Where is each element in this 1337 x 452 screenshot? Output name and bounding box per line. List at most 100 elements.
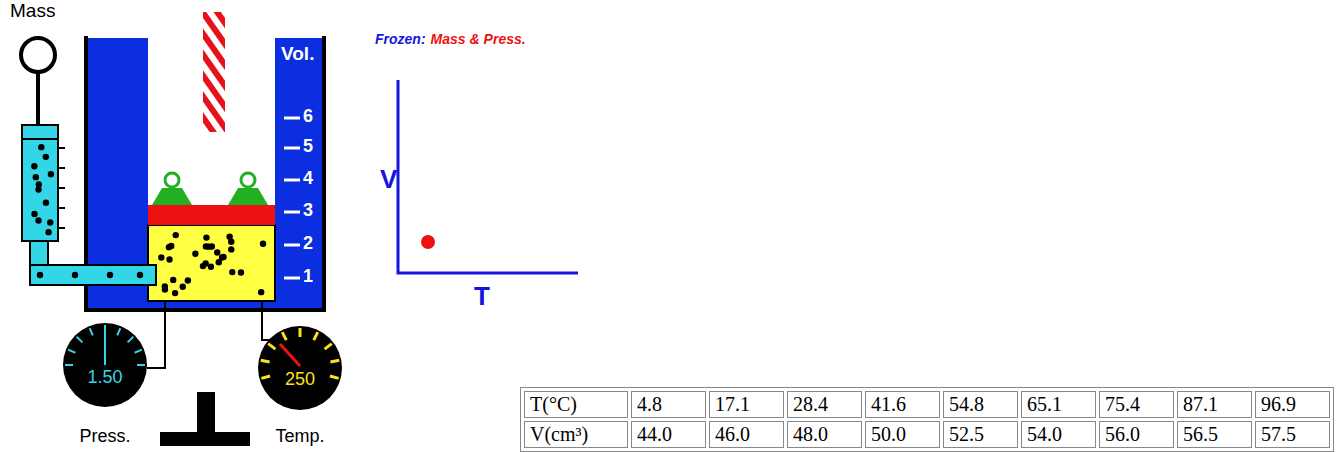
sensor-wire: [262, 301, 276, 340]
molecule: [185, 277, 191, 283]
gauge-tick: [117, 328, 120, 335]
molecule: [228, 246, 234, 252]
node-text: 5: [303, 137, 313, 157]
syringe-barrel: [22, 125, 58, 241]
molecule: [172, 290, 178, 296]
table-cell: 41.6: [865, 391, 940, 418]
molecule: [220, 254, 226, 260]
table-cell: 54.8: [943, 391, 1018, 418]
gauge-tick: [137, 364, 145, 366]
molecule: [43, 154, 49, 160]
table-cell: 17.1: [709, 391, 784, 418]
temperature-needle: [280, 344, 300, 366]
molecule: [36, 181, 42, 187]
gauge-tick: [90, 328, 93, 335]
mass-ring: [21, 38, 55, 72]
molecule: [216, 259, 222, 265]
tube-joint: [32, 266, 46, 284]
piston: [148, 205, 275, 225]
molecule: [158, 254, 164, 260]
molecule: [170, 277, 176, 283]
temperature-gauge: 250Temp.: [250, 326, 350, 449]
heater-rod: [203, 12, 225, 132]
syringe-molecules: [31, 144, 143, 278]
molecule: [168, 243, 174, 249]
table-cell: 75.4: [1099, 391, 1174, 418]
gauge-tick: [135, 350, 142, 353]
molecule: [33, 174, 39, 180]
weight-handle: [241, 173, 255, 187]
molecule: [260, 241, 266, 247]
status-label: & Press.: [470, 32, 526, 47]
node-text: 4: [303, 169, 313, 189]
gauge-tick: [268, 344, 275, 349]
table-cell: 52.5: [943, 421, 1018, 448]
molecule: [214, 249, 220, 255]
table-cell: 65.1: [1021, 391, 1096, 418]
table-cell: 56.0: [1099, 421, 1174, 448]
gauge-tick: [299, 328, 302, 337]
temperature-gauge: [258, 326, 342, 410]
table-cell: 54.0: [1021, 421, 1096, 448]
table-cell: V(cm³): [524, 421, 628, 448]
molecule: [228, 239, 234, 245]
axis-label: V: [380, 165, 397, 194]
table-cell: 44.0: [631, 421, 706, 448]
node-heading: Vol.: [281, 44, 314, 65]
data-point: [421, 235, 435, 249]
gas-molecules: [158, 232, 266, 296]
molecule: [208, 264, 214, 270]
mass-hanger: Mass: [4, 0, 76, 80]
molecule: [47, 219, 53, 225]
tube: [30, 265, 156, 285]
gauge-tick: [261, 376, 270, 378]
weight: [228, 188, 268, 205]
status-label: Mass: [431, 32, 466, 47]
table-cell: 46.0: [709, 421, 784, 448]
weight: [152, 188, 192, 205]
axis-label: T: [474, 282, 490, 311]
table-cell: 56.5: [1177, 421, 1252, 448]
molecule: [166, 256, 172, 262]
gauge-tick: [68, 350, 75, 353]
table-cell: 28.4: [787, 391, 862, 418]
molecule: [200, 263, 206, 269]
table-cell: T(°C): [524, 391, 628, 418]
gauge-tick: [325, 344, 332, 349]
table-cell: 87.1: [1177, 391, 1252, 418]
table-cell: 50.0: [865, 421, 940, 448]
gauge-tick: [77, 337, 83, 343]
molecule: [37, 272, 43, 278]
molecule: [258, 289, 264, 295]
molecule: [38, 144, 44, 150]
molecule: [31, 211, 37, 217]
gauge-tick: [330, 360, 339, 362]
pressure-gauge: 1.50Press.: [55, 323, 155, 449]
table-cell: 96.9: [1255, 391, 1330, 418]
table-cell: 48.0: [787, 421, 862, 448]
molecule: [238, 269, 244, 275]
molecule: [72, 272, 78, 278]
table-row: T(°C)4.817.128.441.654.865.175.487.196.9: [524, 391, 1330, 418]
node-heading: 250: [285, 370, 315, 390]
molecule: [229, 269, 235, 275]
molecule: [137, 272, 143, 278]
molecule: [107, 272, 113, 278]
table-cell: 57.5: [1255, 421, 1330, 448]
syringe-ticks: [58, 148, 65, 228]
gas-cylinder: [148, 225, 275, 301]
gauge-tick: [65, 364, 73, 366]
molecule: [173, 232, 179, 238]
plunger-rod: [36, 73, 40, 126]
syringe-plunger: [22, 125, 58, 139]
node-text: Temp.: [275, 427, 324, 447]
sensor-wire: [147, 301, 165, 368]
graph-axes: [398, 80, 578, 273]
molecule: [162, 286, 168, 292]
node-text: Press.: [79, 427, 130, 447]
gauge-tick: [314, 332, 318, 340]
node-text: 3: [303, 201, 313, 221]
tube: [30, 240, 48, 285]
node-heading: 1.50: [87, 368, 122, 388]
